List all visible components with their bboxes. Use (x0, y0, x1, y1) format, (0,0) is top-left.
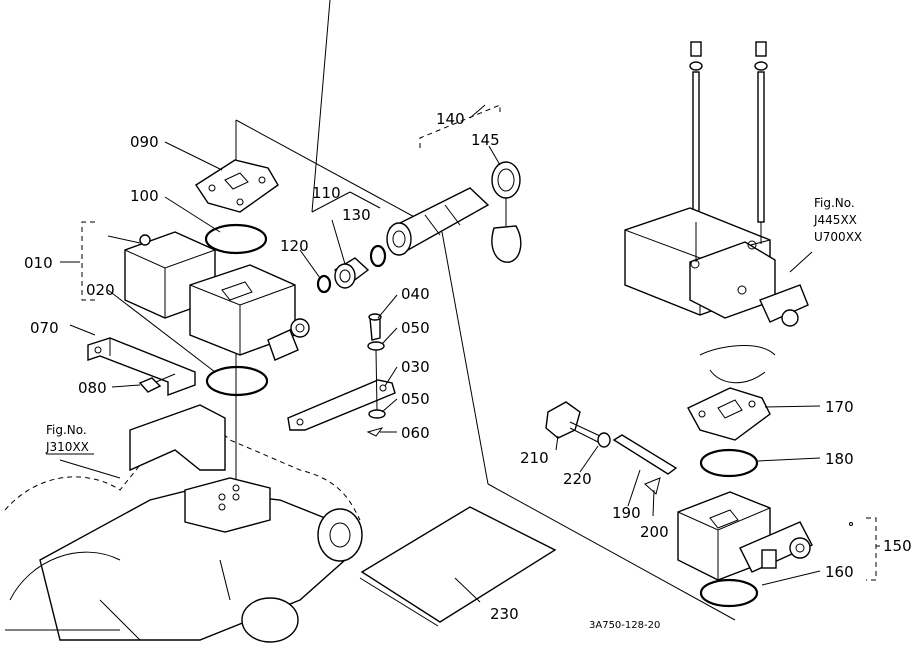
figref-right-line2: J445XX (813, 213, 857, 227)
part-100-o-ring (204, 223, 268, 255)
figref-right-line3: U700XX (814, 230, 862, 244)
right-valve-assembly (624, 41, 809, 384)
part-200-pin (644, 477, 661, 495)
assembly-frame-lines (235, 119, 736, 621)
part-210-knob (545, 401, 601, 443)
label-180: 180 (825, 450, 854, 468)
part-170-plate (687, 387, 771, 441)
label-160: 160 (825, 563, 854, 581)
part-130-adapter (333, 257, 370, 289)
label-080: 080 (78, 379, 107, 397)
label-200: 200 (640, 523, 669, 541)
figref-left-line2: J310XX (45, 440, 89, 454)
part-030-lever (287, 379, 396, 431)
label-050-upper: 050 (401, 319, 430, 337)
label-170: 170 (825, 398, 854, 416)
label-060: 060 (401, 424, 430, 442)
label-220: 220 (563, 470, 592, 488)
part-040-pin (368, 313, 382, 341)
part-080-bolt (138, 373, 176, 393)
label-030: 030 (401, 358, 430, 376)
label-230: 230 (490, 605, 519, 623)
part-230-manual (359, 506, 557, 627)
part-120-o-ring (316, 274, 332, 294)
label-140: 140 (436, 110, 465, 128)
label-130: 130 (342, 206, 371, 224)
label-050-lower: 050 (401, 390, 430, 408)
tractor-body-outline (4, 404, 363, 643)
part-020-o-ring (205, 365, 269, 397)
label-020: 020 (86, 281, 115, 299)
figure-references: Fig.No. J310XX Fig.No. J445XX U700XX (45, 196, 862, 455)
part-150-valve-body (677, 491, 877, 581)
figref-right-line1: Fig.No. (814, 196, 855, 210)
label-010: 010 (24, 254, 53, 272)
label-150: 150 (883, 537, 912, 555)
part-190-rod (612, 434, 678, 475)
label-210: 210 (520, 449, 549, 467)
part-070-bracket (87, 337, 196, 397)
leader-lines (59, 0, 880, 603)
label-090: 090 (130, 133, 159, 151)
part-160-o-ring (699, 578, 759, 608)
part-060-clip (366, 427, 384, 437)
part-145-dust-cap (491, 161, 522, 263)
label-190: 190 (612, 504, 641, 522)
part-090-cover-plate (195, 159, 279, 213)
part-050-washer-upper (367, 341, 385, 351)
label-100: 100 (130, 187, 159, 205)
label-145: 145 (471, 131, 500, 149)
label-070: 070 (30, 319, 59, 337)
label-040: 040 (401, 285, 430, 303)
part-130-o-ring (369, 244, 387, 268)
label-110: 110 (312, 184, 341, 202)
part-180-o-ring (699, 448, 759, 478)
figref-left-line1: Fig.No. (46, 423, 87, 437)
part-220-nut (597, 432, 611, 448)
drawing-code: 3A750-128-20 (589, 620, 660, 631)
part-labels: 090 100 010 020 070 080 120 130 110 140 … (24, 110, 912, 623)
label-120: 120 (280, 237, 309, 255)
part-140-coupler (386, 104, 501, 256)
left-valve-assembly (81, 221, 310, 361)
